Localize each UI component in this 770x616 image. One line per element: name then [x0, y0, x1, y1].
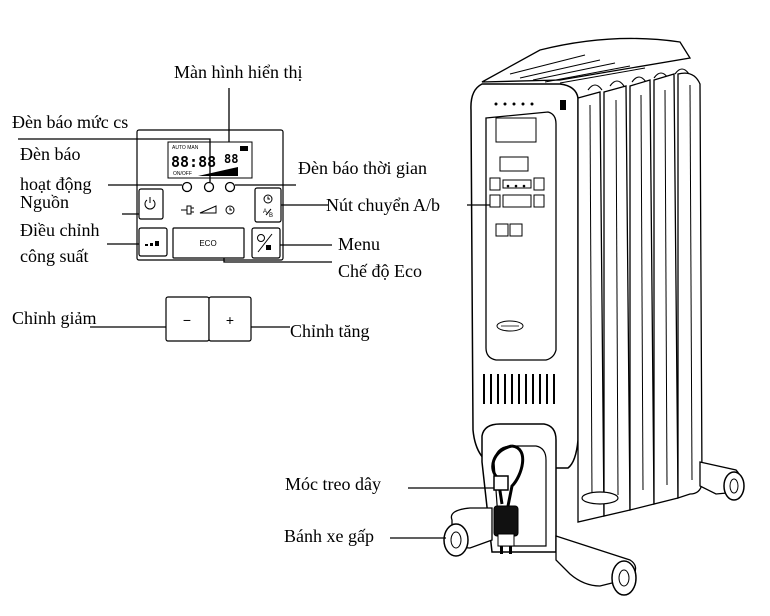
heater-mini-lcd — [499, 156, 529, 172]
label-eco-mode: Chế độ Eco — [338, 261, 422, 281]
heater-illustration — [443, 37, 745, 596]
heater-mini-display — [495, 117, 537, 143]
panel-leader-lines — [18, 88, 332, 328]
cord-clip — [493, 475, 509, 491]
mode-switch-b: B — [269, 213, 273, 219]
label-operating-indicator-1: Đèn báo — [20, 144, 80, 164]
clock-ab-icon: A B — [263, 194, 273, 219]
heater-top — [481, 37, 692, 83]
menu-slash-icon — [257, 233, 273, 253]
folding-wheels — [443, 461, 745, 596]
power-cord-loop — [506, 444, 525, 507]
label-cord-hook: Móc treo dây — [285, 474, 381, 494]
heater-leader-lines — [390, 204, 494, 539]
operating-indicator-led — [181, 181, 193, 193]
label-time-indicator: Đèn báo thời gian — [298, 158, 427, 178]
adjust-buttons: − + — [165, 296, 252, 342]
label-menu: Menu — [338, 234, 380, 254]
eco-button[interactable]: ECO — [172, 227, 245, 259]
power-adjust-button[interactable] — [138, 227, 168, 257]
power-level-indicator-leader — [18, 138, 211, 182]
wheel-front-left-hub — [450, 531, 462, 549]
top-grille — [509, 54, 646, 84]
label-increase: Chỉnh tăng — [290, 321, 370, 341]
label-power-adjust-2: công suất — [20, 246, 88, 266]
front-top-mark — [560, 100, 566, 110]
wheel-front-right-hub — [618, 569, 630, 587]
label-operating-indicator-2: hoạt động — [20, 174, 92, 194]
power-plug — [493, 505, 519, 554]
eco-button-label: ECO — [199, 239, 216, 248]
label-power: Nguồn — [20, 192, 69, 212]
ramp-icon — [199, 205, 217, 214]
mode-switch-button[interactable]: A B — [254, 187, 282, 223]
heater-mini-leds — [506, 184, 526, 188]
label-power-level-indicator: Đèn báo mức cs — [12, 112, 128, 132]
lcd-battery-indicator — [240, 146, 248, 151]
power-button[interactable] — [138, 188, 164, 220]
labels: Màn hình hiển thị Đèn báo mức cs Đèn báo… — [12, 62, 440, 546]
increase-button-label: + — [226, 312, 234, 328]
lcd-top-legend: AUTO MAN — [172, 145, 199, 151]
power-level-icon — [145, 241, 159, 246]
control-panel: AUTO MAN 88:88 88 ON/OFF — [136, 129, 284, 261]
lcd-power-bar — [198, 167, 238, 176]
lcd-digits-left: 88:88 — [171, 153, 216, 171]
power-icon — [144, 197, 156, 210]
decrease-button[interactable]: − — [165, 296, 210, 342]
label-folding-wheels: Bánh xe gấp — [284, 526, 374, 546]
label-mode-switch: Nút chuyển A/b — [326, 195, 440, 215]
menu-button[interactable] — [251, 227, 281, 259]
decrease-button-label: − — [183, 312, 191, 328]
power-level-indicator-led — [203, 181, 215, 193]
lcd-digits-right: 88 — [224, 152, 238, 166]
heater-mini-buttons — [489, 177, 545, 237]
mode-switch-a: A — [263, 209, 267, 215]
eco-leader — [223, 258, 332, 263]
fin-grooves — [589, 84, 693, 501]
increase-button[interactable]: + — [208, 296, 252, 342]
label-display: Màn hình hiển thị — [174, 62, 303, 82]
front-dots — [494, 102, 534, 106]
wheel-rear-hub — [729, 478, 739, 494]
fin-tops — [587, 68, 690, 91]
time-indicator-led — [224, 181, 236, 193]
lcd-onoff-label: ON/OFF — [173, 171, 192, 177]
heater-fins — [577, 72, 703, 523]
wheel-rear-left — [581, 491, 619, 505]
label-power-adjust-1: Điều chỉnh — [20, 220, 99, 240]
label-decrease: Chỉnh giảm — [12, 308, 97, 328]
heater-vents — [483, 374, 555, 404]
clock-icon — [225, 205, 235, 215]
plug-icon — [181, 205, 194, 215]
